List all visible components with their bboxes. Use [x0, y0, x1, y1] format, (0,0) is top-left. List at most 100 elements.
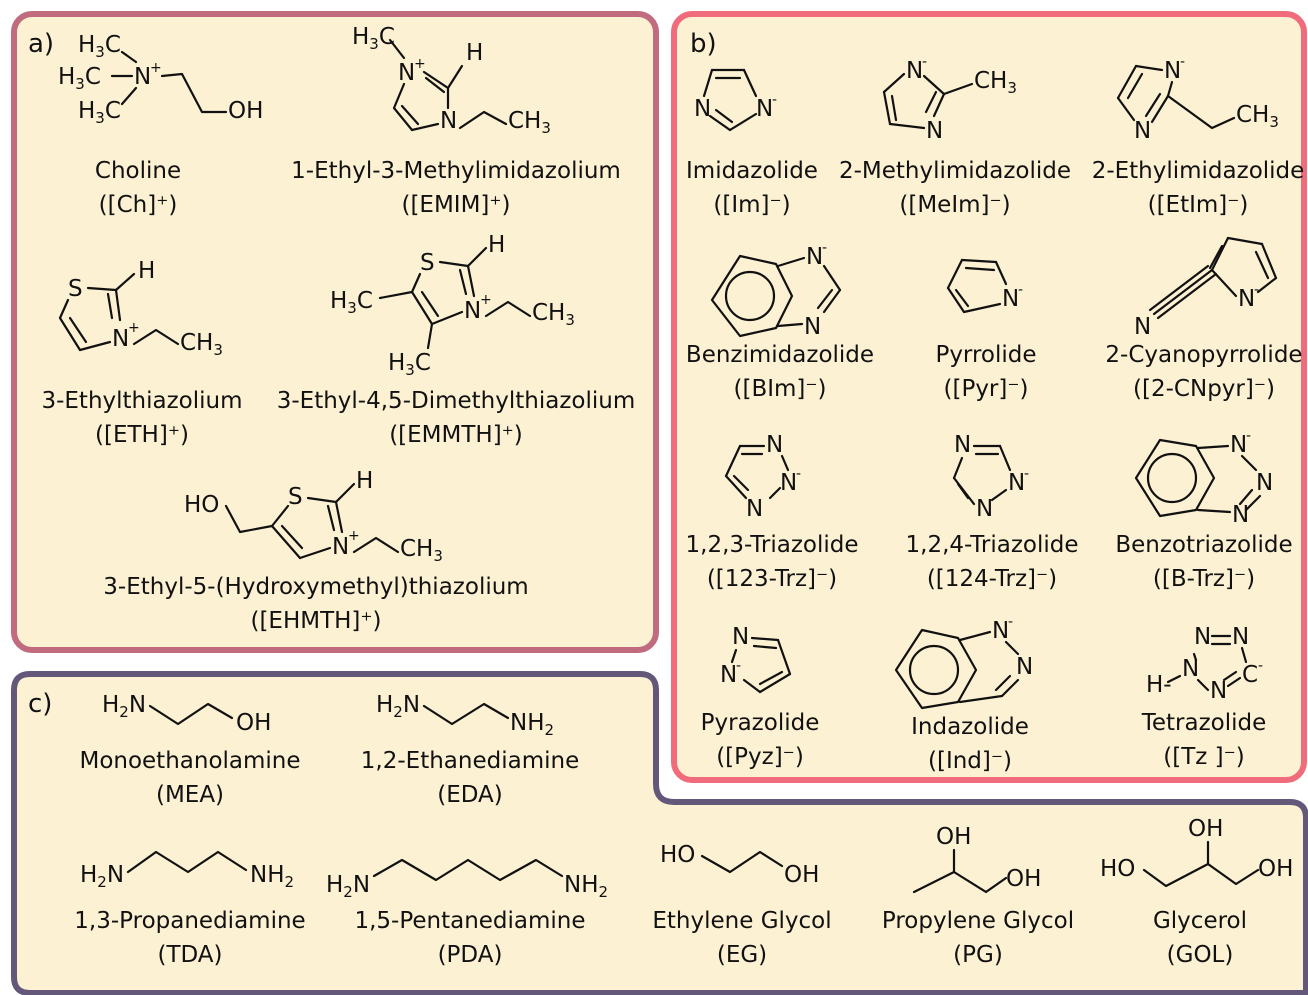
cyanopyrrolide-abbr: ([2-CNpyr]⁻): [1133, 376, 1275, 402]
svg-text:N: N: [1182, 656, 1199, 682]
svg-text:CH3: CH3: [508, 108, 551, 137]
svg-text:H3C: H3C: [388, 350, 431, 379]
panel-c-background: [11, 671, 1308, 995]
svg-text:N: N: [732, 624, 749, 650]
tda-structure: H2N NH2: [80, 850, 294, 891]
imidazolide-abbr: ([Im]⁻): [713, 192, 790, 218]
eth-structure: S H N + CH3: [58, 258, 223, 359]
imidazolide-name: Imidazolide: [686, 158, 818, 184]
svg-text:-: -: [796, 466, 801, 482]
pg-name: Propylene Glycol: [882, 908, 1074, 934]
triazolide-124-name: 1,2,4-Triazolide: [906, 532, 1079, 558]
svg-text:N: N: [440, 108, 457, 134]
svg-text:C: C: [1242, 662, 1258, 688]
svg-text:H3C: H3C: [78, 32, 121, 61]
svg-text:-: -: [1180, 54, 1185, 70]
tda-abbr: (TDA): [157, 942, 222, 968]
panel-a-background: [11, 11, 659, 653]
svg-text:+: +: [348, 528, 360, 544]
svg-text:H-: H-: [1146, 672, 1172, 698]
tetrazolide-name: Tetrazolide: [1141, 710, 1267, 736]
svg-text:OH: OH: [1258, 856, 1293, 882]
svg-text:N: N: [954, 432, 971, 458]
glycerol-abbr: (GOL): [1167, 942, 1234, 968]
svg-text:N: N: [992, 618, 1009, 644]
pyrrolide-structure: N -: [946, 258, 1023, 314]
svg-text:+: +: [414, 56, 426, 72]
svg-text:OH: OH: [1188, 816, 1223, 842]
svg-text:OH: OH: [236, 710, 271, 736]
benzimidazolide-structure: N - N: [710, 240, 842, 340]
eg-name: Ethylene Glycol: [652, 908, 831, 934]
svg-text:H2N: H2N: [376, 692, 420, 721]
indazolide-structure: N - N: [894, 614, 1033, 710]
pg-structure: OH OH: [912, 824, 1041, 894]
emmth-abbr: ([EMMTH]⁺): [389, 422, 523, 448]
svg-text:N: N: [1230, 432, 1247, 458]
eg-structure: HO OH: [660, 842, 819, 888]
ehmth-structure: HO S H N + CH3: [184, 468, 443, 565]
imidazolide-structure: N N -: [694, 68, 777, 132]
svg-text:N: N: [1194, 624, 1211, 650]
svg-text:S: S: [288, 484, 303, 510]
triazolide-123-abbr: ([123-Trz]⁻): [707, 566, 837, 592]
eth-name: 3-Ethylthiazolium: [41, 388, 242, 414]
svg-text:H2N: H2N: [80, 862, 124, 891]
svg-text:HO: HO: [184, 492, 219, 518]
svg-text:N: N: [780, 470, 797, 496]
svg-text:N: N: [398, 60, 415, 86]
svg-text:N: N: [1210, 678, 1227, 704]
svg-text:H2N: H2N: [102, 692, 146, 721]
svg-text:N: N: [464, 298, 481, 324]
benzotriazolide-structure: N - N N: [1134, 428, 1273, 528]
svg-text:H3C: H3C: [330, 288, 373, 317]
svg-text:N: N: [112, 326, 129, 352]
eda-structure: H2N NH2: [376, 692, 554, 739]
svg-text:CH3: CH3: [974, 68, 1017, 97]
eda-abbr: (EDA): [437, 782, 503, 808]
svg-text:H: H: [488, 232, 505, 258]
svg-text:OH: OH: [784, 862, 819, 888]
svg-text:N: N: [1002, 286, 1019, 312]
svg-text:CH3: CH3: [180, 330, 223, 359]
pyrrolide-abbr: ([Pyr]⁻): [944, 376, 1029, 402]
panel-a-label: a): [28, 29, 54, 59]
svg-text:N: N: [1008, 470, 1025, 496]
svg-text:+: +: [128, 320, 140, 336]
glycerol-name: Glycerol: [1153, 908, 1247, 934]
svg-text:H2N: H2N: [326, 872, 370, 901]
glycerol-structure: OH HO OH: [1100, 816, 1293, 888]
svg-text:-: -: [1254, 282, 1259, 298]
svg-text:HO: HO: [660, 842, 695, 868]
svg-text:N: N: [1016, 654, 1033, 680]
svg-text:NH2: NH2: [250, 862, 294, 891]
pyrazolide-name: Pyrazolide: [701, 710, 820, 736]
svg-text:N: N: [766, 432, 783, 458]
choline-structure: H3C H3C H3C N + OH: [58, 32, 263, 127]
svg-text:OH: OH: [936, 824, 971, 850]
eth-abbr: ([ETH]⁺): [95, 422, 189, 448]
svg-text:OH: OH: [228, 98, 263, 124]
methylimidazolide-structure: N - N CH3: [882, 54, 1017, 144]
svg-text:CH3: CH3: [1236, 102, 1279, 131]
svg-text:H: H: [466, 40, 483, 66]
svg-text:CH3: CH3: [400, 536, 443, 565]
ethylimidazolide-abbr: ([EtIm]⁻): [1148, 192, 1249, 218]
svg-text:N: N: [694, 96, 711, 122]
triazolide-124-abbr: ([124-Trz]⁻): [927, 566, 1057, 592]
benzimidazolide-name: Benzimidazolide: [686, 342, 874, 368]
eda-name: 1,2-Ethanediamine: [361, 748, 579, 774]
mea-abbr: (MEA): [156, 782, 224, 808]
svg-text:N: N: [1134, 118, 1151, 144]
svg-text:-: -: [1024, 466, 1029, 482]
svg-text:-: -: [922, 54, 927, 70]
emmth-name: 3-Ethyl-4,5-Dimethylthiazolium: [277, 388, 635, 414]
methylimidazolide-name: 2-Methylimidazolide: [839, 158, 1071, 184]
triazolide-123-structure: N N N -: [724, 432, 801, 522]
svg-text:N: N: [756, 96, 773, 122]
pda-structure: H2N NH2: [326, 858, 608, 901]
svg-text:N: N: [746, 496, 763, 522]
svg-text:H3C: H3C: [78, 98, 121, 127]
svg-text:N: N: [806, 244, 823, 270]
benzotriazolide-abbr: ([B-Trz]⁻): [1153, 566, 1255, 592]
